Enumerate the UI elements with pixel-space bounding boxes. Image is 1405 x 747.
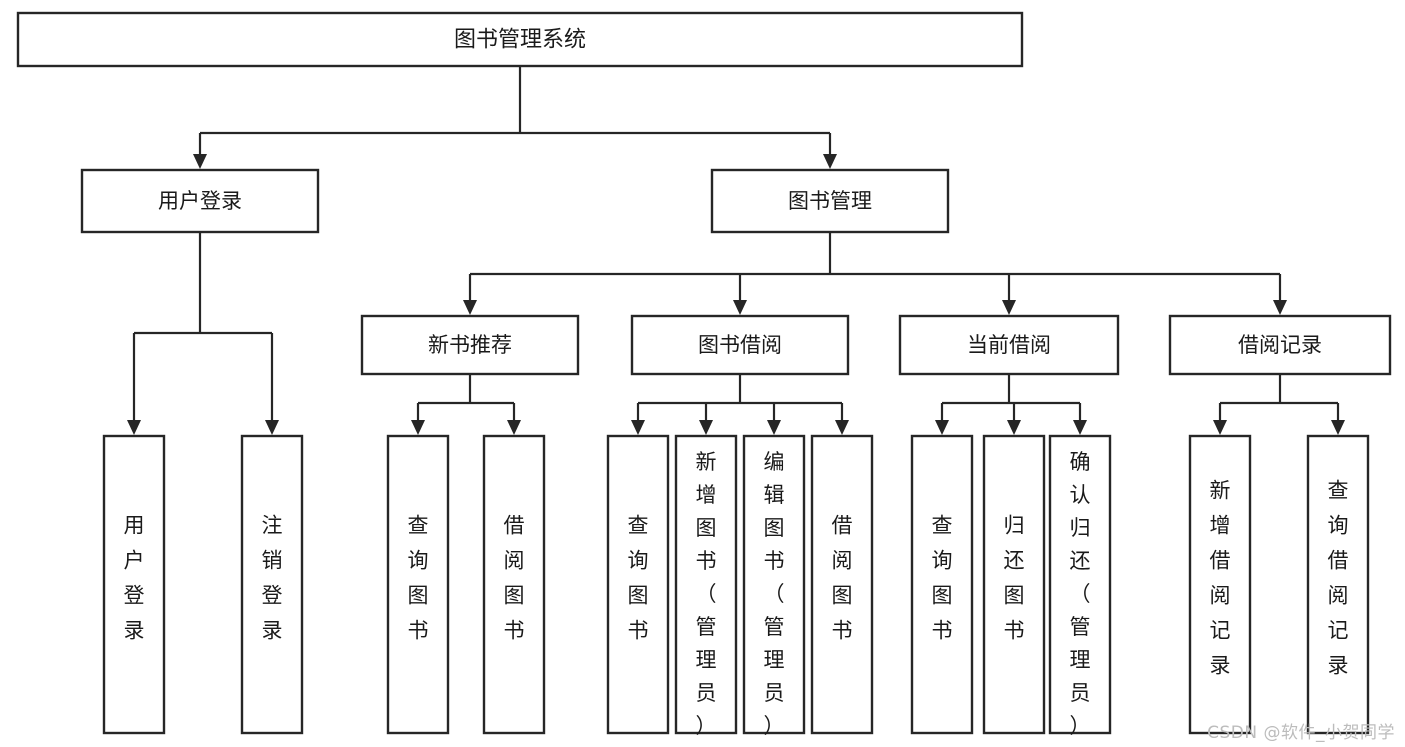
node-label: 新书推荐 xyxy=(428,333,512,357)
node-box xyxy=(710,168,950,234)
node-n-current[interactable]: 当前借阅 xyxy=(898,314,1120,376)
node-root[interactable]: 图书管理系统 xyxy=(16,11,1024,68)
node-box xyxy=(482,434,546,735)
node-label: 借阅图书 xyxy=(832,513,853,642)
node-box xyxy=(630,314,850,376)
edge-layer xyxy=(127,66,1345,435)
node-n-borrow[interactable]: 图书借阅 xyxy=(630,314,850,376)
node-label: 图书管理 xyxy=(788,189,872,213)
node-label: 图书借阅 xyxy=(698,333,782,357)
node-box xyxy=(1168,314,1392,376)
node-label: 查询图书 xyxy=(628,513,649,642)
node-n-bookmgmt[interactable]: 图书管理 xyxy=(710,168,950,234)
node-box xyxy=(1048,434,1112,735)
node-box xyxy=(606,434,670,735)
node-n-record[interactable]: 借阅记录 xyxy=(1168,314,1392,376)
node-label: 查询图书 xyxy=(408,513,429,642)
node-box xyxy=(360,314,580,376)
node-box xyxy=(1188,434,1252,735)
node-box xyxy=(240,434,304,735)
node-l-bo-borrow[interactable]: 借阅图书 xyxy=(810,434,874,735)
node-box xyxy=(898,314,1120,376)
node-n-newbook[interactable]: 新书推荐 xyxy=(360,314,580,376)
node-label: 注销登录 xyxy=(262,513,283,642)
node-l-userlogin[interactable]: 用户登录 xyxy=(102,434,166,735)
node-l-re-add[interactable]: 新增借阅记录 xyxy=(1188,434,1252,735)
node-box xyxy=(742,434,806,735)
node-box xyxy=(1306,434,1370,735)
node-box xyxy=(80,168,320,234)
node-label: 当前借阅 xyxy=(967,333,1051,357)
node-label: 编辑图书（管理员） xyxy=(764,450,785,738)
csdn-watermark: CSDN @软件_小贺同学 xyxy=(1207,723,1395,743)
node-box xyxy=(102,434,166,735)
node-box xyxy=(386,434,450,735)
node-label: 新增图书（管理员） xyxy=(696,450,717,738)
node-l-re-query[interactable]: 查询借阅记录 xyxy=(1306,434,1370,735)
node-l-nb-borrow[interactable]: 借阅图书 xyxy=(482,434,546,735)
node-label: 借阅记录 xyxy=(1238,333,1322,357)
node-label: 确认归还（管理员） xyxy=(1070,450,1091,738)
node-n-login[interactable]: 用户登录 xyxy=(80,168,320,234)
node-l-bo-query[interactable]: 查询图书 xyxy=(606,434,670,735)
node-box xyxy=(810,434,874,735)
node-label: 查询借阅记录 xyxy=(1328,478,1349,677)
node-label: 查询图书 xyxy=(932,513,953,642)
node-layer: 图书管理系统用户登录图书管理新书推荐图书借阅当前借阅借阅记录用户登录注销登录查询… xyxy=(16,11,1392,738)
node-label: 新增借阅记录 xyxy=(1210,478,1231,677)
node-l-cu-query[interactable]: 查询图书 xyxy=(910,434,974,735)
node-l-cu-confirm[interactable]: 确认归还（管理员） xyxy=(1048,434,1112,738)
node-l-bo-add[interactable]: 新增图书（管理员） xyxy=(674,434,738,738)
node-box xyxy=(910,434,974,735)
node-label: 归还图书 xyxy=(1004,513,1025,642)
node-box xyxy=(16,11,1024,68)
node-l-logout[interactable]: 注销登录 xyxy=(240,434,304,735)
node-l-cu-return[interactable]: 归还图书 xyxy=(982,434,1046,735)
node-box xyxy=(674,434,738,735)
node-l-nb-query[interactable]: 查询图书 xyxy=(386,434,450,735)
node-label: 用户登录 xyxy=(158,189,242,213)
node-label: 图书管理系统 xyxy=(454,28,586,53)
node-l-bo-edit[interactable]: 编辑图书（管理员） xyxy=(742,434,806,738)
node-label: 借阅图书 xyxy=(504,513,525,642)
node-box xyxy=(982,434,1046,735)
node-label: 用户登录 xyxy=(124,513,145,642)
